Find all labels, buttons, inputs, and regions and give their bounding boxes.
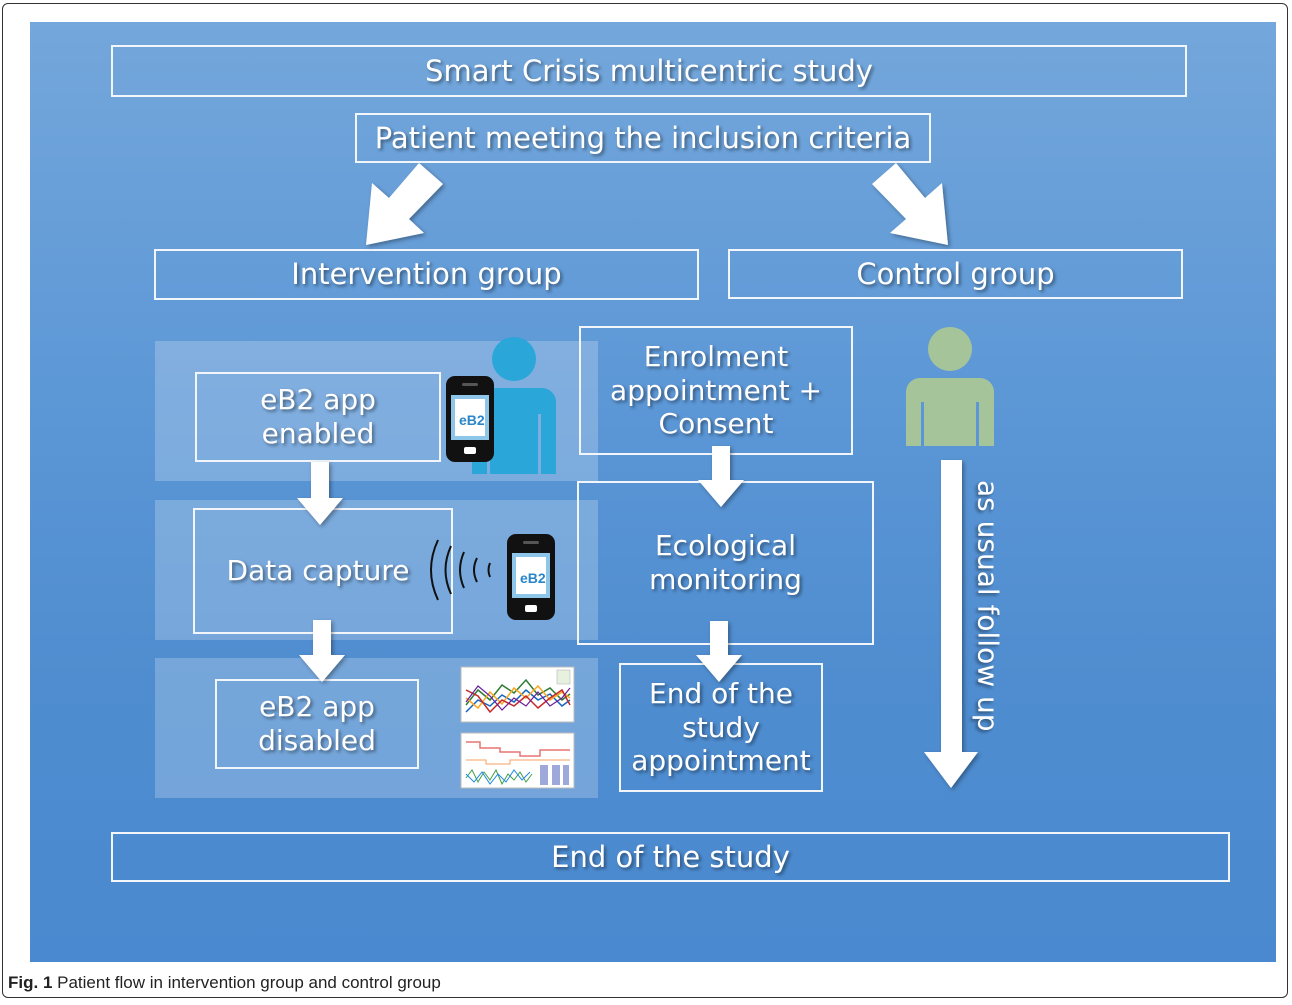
phone-icon-capture: eB2 bbox=[507, 534, 555, 620]
end-appointment-box: End of the study appointment bbox=[619, 663, 823, 792]
arrow-monitoring-to-end bbox=[696, 621, 742, 682]
arrow-enrolment-to-monitoring bbox=[698, 446, 744, 507]
arrow-to-intervention bbox=[366, 163, 443, 245]
person-control-icon bbox=[906, 327, 994, 446]
diagram-background bbox=[30, 22, 1276, 962]
intervention-group-box: Intervention group bbox=[154, 249, 699, 300]
control-followup-label: as usual follow up bbox=[971, 480, 1005, 732]
arrow-to-control bbox=[872, 163, 948, 245]
figure-caption-text: Patient flow in intervention group and c… bbox=[52, 973, 441, 992]
app-enabled-box: eB2 app enabled bbox=[195, 372, 441, 462]
inclusion-criteria-box: Patient meeting the inclusion criteria bbox=[355, 113, 931, 163]
arrow-enabled-to-capture bbox=[297, 462, 343, 525]
arrow-capture-to-disabled bbox=[299, 620, 345, 682]
phone-icon-enabled: eB2 bbox=[446, 376, 494, 462]
eb2-logo: eB2 bbox=[520, 570, 546, 586]
figure-frame bbox=[2, 3, 1288, 998]
end-of-study-box: End of the study bbox=[111, 832, 1230, 882]
data-plot-thumbnail-bottom bbox=[460, 732, 575, 789]
data-plot-thumbnail-top bbox=[460, 666, 575, 723]
control-group-box: Control group bbox=[728, 249, 1183, 299]
eb2-logo: eB2 bbox=[459, 412, 485, 428]
figure-caption-label: Fig. 1 bbox=[8, 973, 53, 992]
arrow-control-followup bbox=[924, 460, 978, 788]
signal-waves-icon bbox=[430, 539, 491, 601]
study-title-box: Smart Crisis multicentric study bbox=[111, 45, 1187, 97]
app-disabled-box: eB2 app disabled bbox=[215, 679, 419, 769]
figure-caption: Fig. 1 Patient flow in intervention grou… bbox=[8, 973, 441, 993]
